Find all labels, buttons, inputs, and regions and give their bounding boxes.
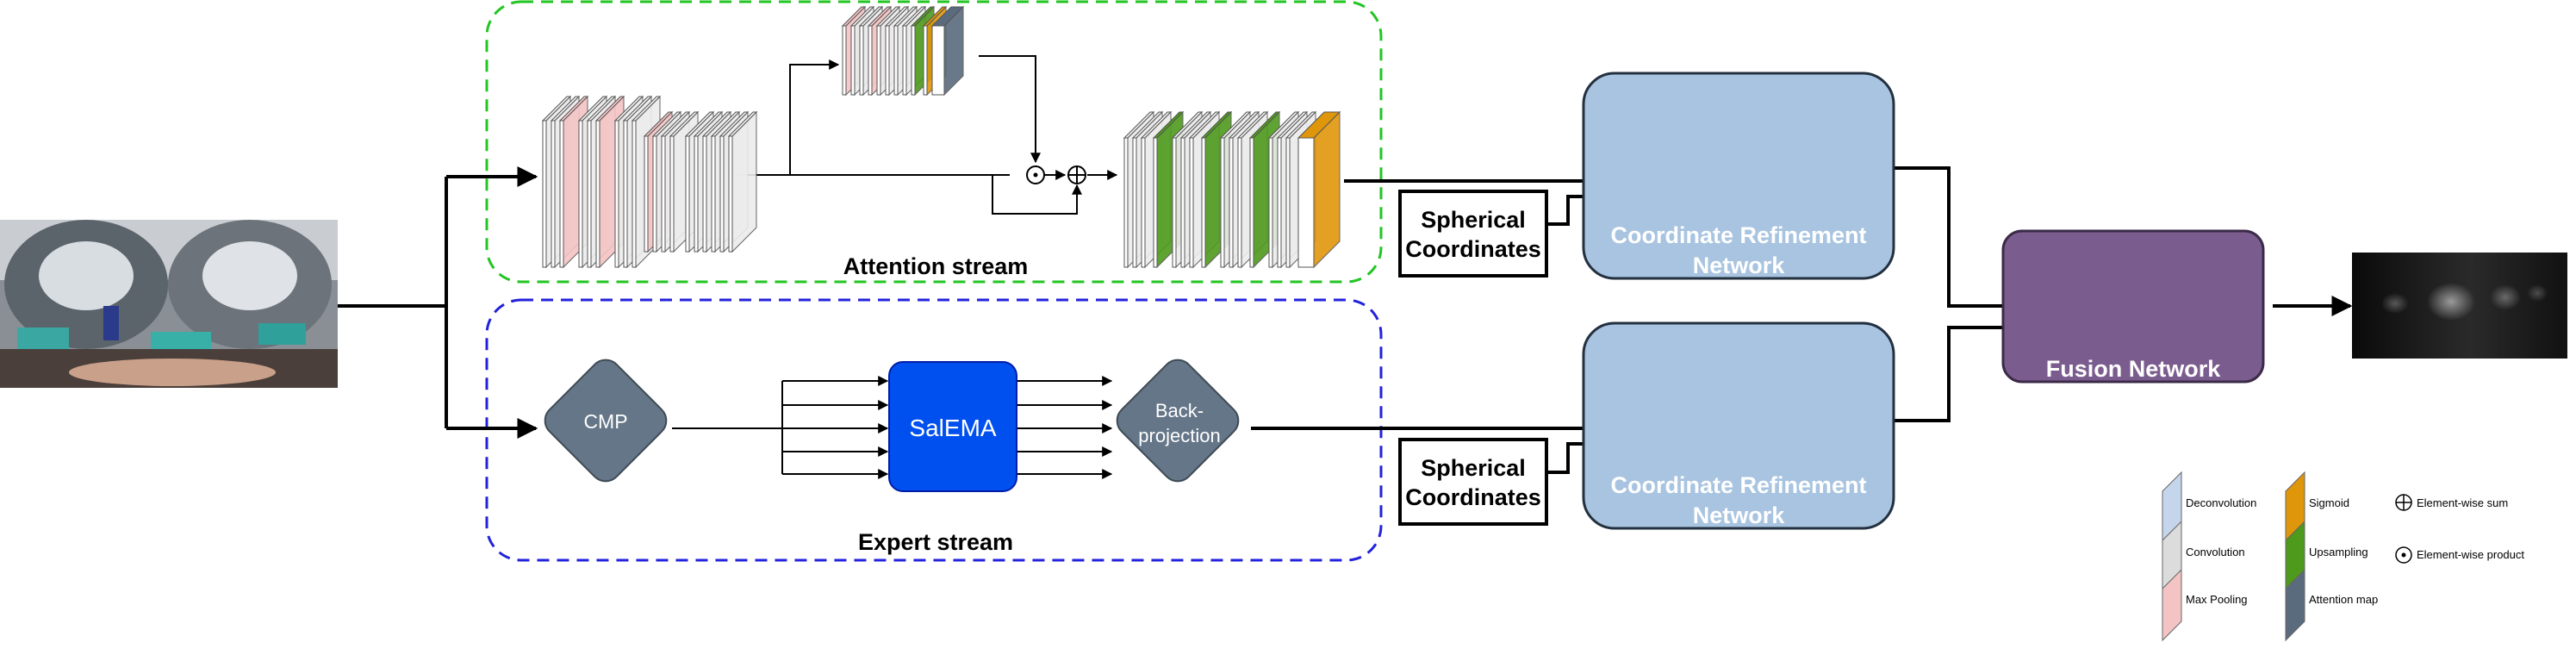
legend-label-attention-map: Attention map [2309, 593, 2378, 606]
fusion-network-label: Fusion Network [2046, 356, 2221, 382]
layer-stacks [541, 5, 2146, 446]
spherical-coordinates-box-bottom: Spherical Coordinates [1398, 438, 1548, 526]
spherical-coordinates-box-top: Spherical Coordinates [1398, 190, 1548, 278]
element-wise-product-operator [1026, 165, 1045, 184]
output-saliency-map [2352, 253, 2567, 359]
crn-top-label-line-1: Coordinate Refinement [1610, 222, 1866, 248]
encoder-stack [541, 95, 758, 269]
coordinate-refinement-network-bottom: Coordinate Refinement Network [1582, 321, 1895, 530]
salema-label: SalEMA [909, 415, 996, 441]
legend-label-deconvolution: Deconvolution [2186, 496, 2256, 509]
crn-bottom-label-line-2: Network [1693, 502, 1786, 528]
spherical-top-line-1: Spherical [1421, 207, 1526, 233]
backprojection-label-line-2: projection [1138, 425, 1220, 446]
legend-element-wise-product-icon [2395, 546, 2412, 564]
legend-swatch-attention-map [2285, 568, 2305, 642]
encoder-stack-layer [727, 110, 758, 253]
attention-stream-title: Attention stream [843, 253, 1029, 279]
crn-top-label-line-2: Network [1693, 253, 1786, 278]
legend-label-convolution: Convolution [2186, 546, 2245, 558]
spherical-top-line-2: Coordinates [1405, 236, 1541, 262]
legend-label-max-pooling: Max Pooling [2186, 593, 2248, 606]
attention-stream-box [485, 0, 1383, 284]
legend-label-element-wise-product: Element-wise product [2417, 548, 2524, 561]
salema-module: SalEMA [888, 361, 1017, 492]
legend-element-wise-sum-icon [2395, 494, 2412, 511]
input-panorama-image [0, 220, 338, 388]
cmp-label: CMP [583, 410, 627, 433]
backprojection-module: Back- projection [1116, 359, 1240, 483]
legend-label-sigmoid: Sigmoid [2309, 496, 2349, 509]
attention-branch-stack-layer [930, 5, 965, 97]
legend-swatch-max-pooling [2162, 568, 2182, 642]
cmp-module: CMP [544, 359, 668, 483]
fusion-network: Fusion Network [2001, 229, 2265, 384]
backprojection-label-line-1: Back- [1155, 400, 1204, 421]
legend-label-upsampling: Upsampling [2309, 546, 2368, 558]
legend-label-element-wise-sum: Element-wise sum [2417, 496, 2508, 509]
attention-branch-stack [841, 5, 965, 97]
element-wise-sum-operator [1067, 165, 1086, 184]
crn-bottom-label-line-1: Coordinate Refinement [1610, 472, 1866, 498]
spherical-bottom-line-2: Coordinates [1405, 484, 1541, 510]
coordinate-refinement-network-top: Coordinate Refinement Network [1582, 72, 1895, 280]
expert-stream-title: Expert stream [858, 529, 1013, 555]
legend [2162, 471, 2412, 642]
decoder-stack-layer [1297, 110, 1341, 269]
decoder-stack [1123, 110, 1341, 269]
spherical-bottom-line-1: Spherical [1421, 455, 1526, 481]
